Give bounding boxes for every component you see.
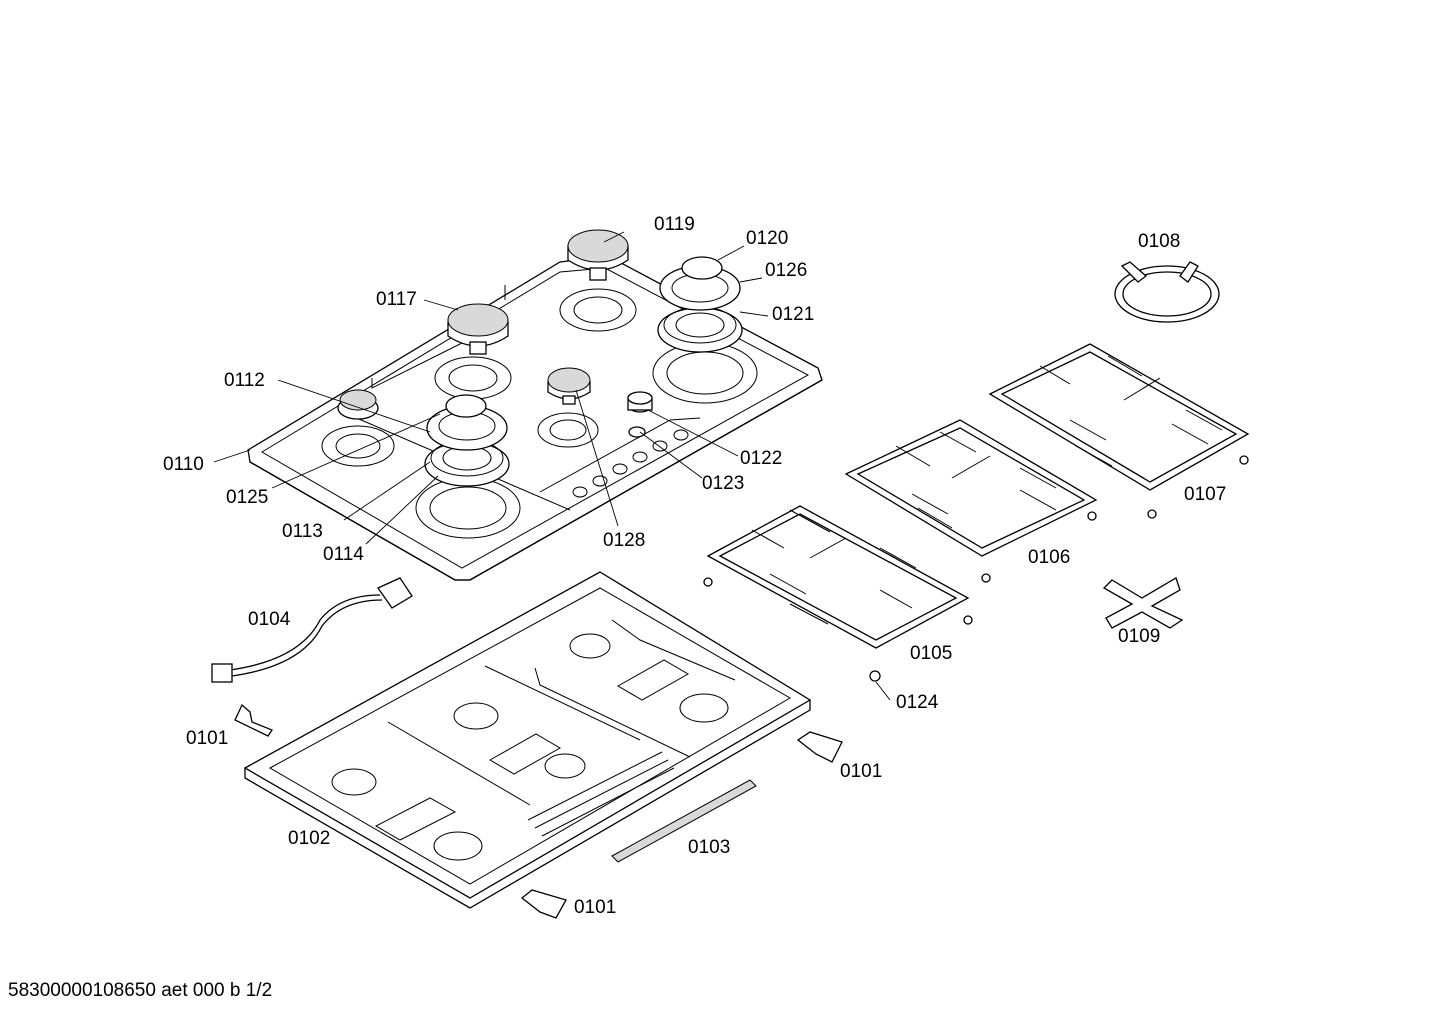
leader-lines [213, 231, 891, 701]
pan-support-0106 [844, 419, 1098, 583]
label-0113: 0113 [282, 521, 323, 542]
wok-ring-0108 [1114, 261, 1220, 323]
label-0109: 0109 [1118, 626, 1160, 647]
label-0112: 0112 [224, 370, 265, 391]
label-0123: 0123 [702, 473, 744, 494]
label-0126: 0126 [765, 260, 807, 281]
label-0106: 0106 [1028, 547, 1070, 568]
wok-burner-right [657, 256, 743, 353]
label-0107: 0107 [1184, 484, 1226, 505]
power-cord [211, 577, 413, 683]
label-0114: 0114 [323, 544, 364, 565]
knob-0122 [627, 391, 653, 438]
clip-0101b [796, 731, 843, 763]
label-0128: 0128 [603, 530, 645, 551]
wok-burner-left [424, 394, 510, 487]
pan-support-0107 [988, 343, 1250, 519]
label-0117: 0117 [376, 289, 417, 310]
label-0101c: 0101 [574, 897, 616, 918]
label-0110: 0110 [163, 454, 204, 475]
clip-0101c [520, 889, 567, 919]
burner-cap-0117 [447, 303, 509, 355]
document-id: 58300000108650 aet 000 b 1/2 [8, 980, 273, 1001]
label-0122: 0122 [740, 448, 782, 469]
label-0104: 0104 [248, 609, 291, 630]
label-0108: 0108 [1138, 231, 1180, 252]
simmer-plate-0109 [1102, 577, 1184, 629]
vent-holes [527, 751, 675, 837]
burner-cap-0128 [547, 367, 591, 405]
burner-seats [321, 288, 758, 539]
label-0101b: 0101 [840, 761, 882, 782]
clip-0101a [234, 703, 273, 737]
label-0120: 0120 [746, 228, 788, 249]
cooktop-top-plate [247, 255, 823, 581]
knob-holes [572, 429, 689, 498]
pan-support-0105 [703, 505, 973, 649]
label-0105: 0105 [910, 643, 952, 664]
label-0121: 0121 [772, 304, 814, 325]
label-0101a: 0101 [186, 728, 228, 749]
part-labels: 0119 0120 0126 0121 0117 0112 0110 0125 … [163, 214, 1226, 918]
cooktop-bottom-tray [243, 571, 812, 909]
label-0124: 0124 [896, 692, 939, 713]
label-0102: 0102 [288, 828, 330, 849]
label-0125: 0125 [226, 487, 268, 508]
rubber-foot-0124 [869, 670, 881, 682]
label-0103: 0103 [688, 837, 730, 858]
label-0119: 0119 [654, 214, 695, 235]
gasket-strip [611, 779, 757, 863]
burner-cap-0110 [337, 389, 379, 420]
